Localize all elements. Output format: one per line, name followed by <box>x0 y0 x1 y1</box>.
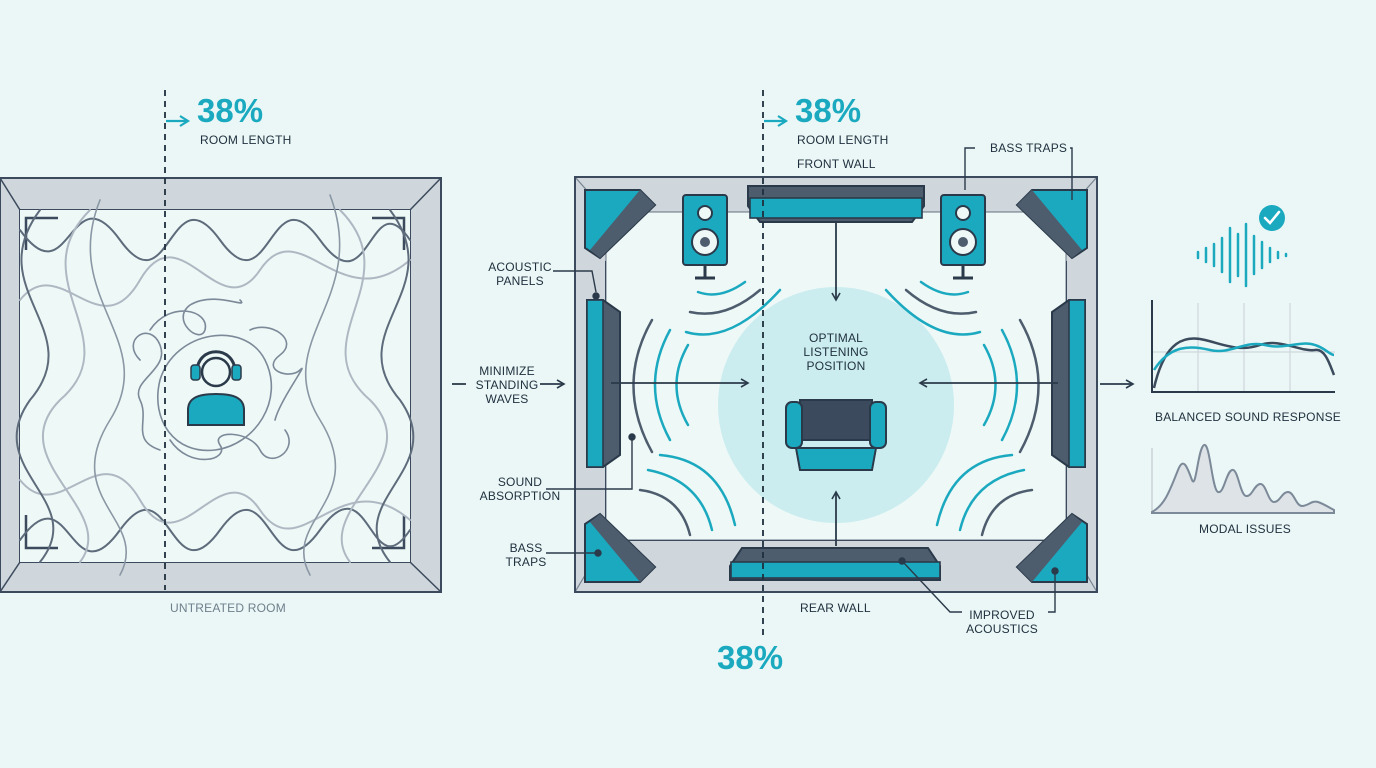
balanced-response-chart <box>1151 300 1336 393</box>
standing-waves <box>15 194 415 576</box>
left-room-length-label: Room Length <box>200 133 292 147</box>
bass-traps-bottom-line-2: Traps <box>505 555 547 569</box>
bass-traps-bottom-line-1: Bass <box>509 541 543 555</box>
bass-traps-corners <box>584 189 1088 583</box>
sound-absorption-label: Sound Absorption <box>460 475 580 503</box>
optimal-line-2: Listening <box>803 345 869 359</box>
bass-traps-top-label: Bass Traps <box>990 141 1068 155</box>
untreated-room <box>0 177 442 593</box>
rear-wall-panel <box>729 547 941 581</box>
bass-traps-bottom-label: Bass Traps <box>496 541 556 569</box>
chair-icon <box>785 399 887 471</box>
speaker-icon <box>940 194 986 280</box>
acoustic-panels-line-1: Acoustic <box>488 260 552 274</box>
untreated-room-caption: Untreated Room <box>170 601 286 615</box>
balanced-sound-response-label: Balanced Sound Response <box>1155 410 1341 424</box>
minimize-line-3: Waves <box>485 392 529 406</box>
acoustic-panels-label: Acoustic Panels <box>480 260 560 288</box>
sound-absorption-line-1: Sound <box>497 475 543 489</box>
waveform-icon <box>1196 222 1288 288</box>
headphones-listener-icon <box>187 350 245 426</box>
sound-arcs <box>632 280 1040 537</box>
treated-room <box>574 176 1098 593</box>
checkmark-icon <box>1259 205 1285 231</box>
speaker-icon <box>682 194 728 280</box>
left-percentage: 38% <box>197 92 264 129</box>
acoustic-panels-line-2: Panels <box>496 274 544 288</box>
right-room-length-label: Room Length <box>797 133 889 147</box>
minimize-line-2: Standing <box>475 378 539 392</box>
improved-line-2: Acoustics <box>966 622 1038 636</box>
rear-wall-label: Rear Wall <box>800 601 871 615</box>
minimize-line-1: Minimize <box>479 364 535 378</box>
front-wall-panel <box>747 185 925 223</box>
optimal-line-1: Optimal <box>808 331 864 345</box>
improved-line-1: Improved <box>969 608 1035 622</box>
improved-acoustics-label: Improved Acoustics <box>960 608 1044 636</box>
bottom-percentage: 38% <box>717 639 784 676</box>
modal-issues-label: Modal Issues <box>1199 522 1291 536</box>
right-percentage: 38% <box>795 92 862 129</box>
side-panels <box>586 299 1086 468</box>
optimal-line-3: Position <box>806 359 866 373</box>
modal-issues-chart <box>1151 443 1335 514</box>
front-wall-label: Front Wall <box>797 157 876 171</box>
sound-absorption-line-2: Absorption <box>479 489 561 503</box>
minimize-standing-waves-label: Minimize Standing Waves <box>466 364 548 406</box>
optimal-listening-position-label: Optimal Listening Position <box>786 331 886 373</box>
